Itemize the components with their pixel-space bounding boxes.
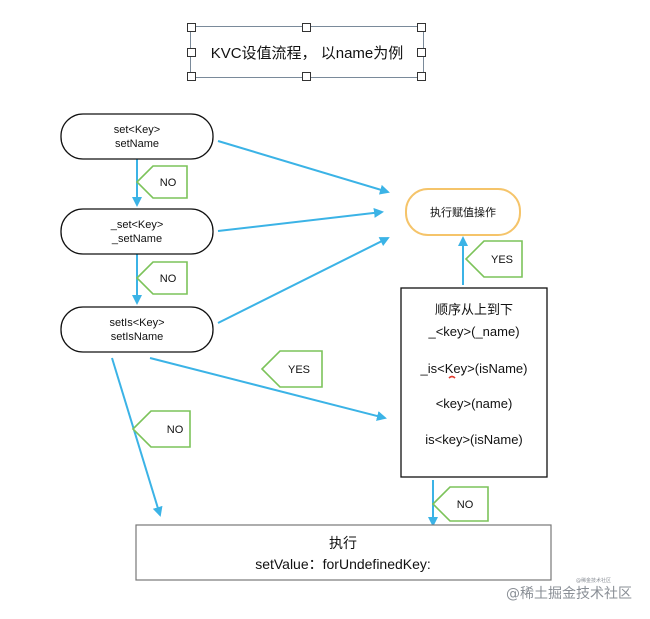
watermark: @稀土掘金技术社区 xyxy=(506,586,632,602)
node-order-line3: _is<Key>(isName) xyxy=(420,361,528,376)
decision-no-left-label: NO xyxy=(167,424,184,436)
decision-no-2-label: NO xyxy=(160,273,177,285)
decision-no-bottom-label: NO xyxy=(457,499,474,511)
node-step1-line2: setName xyxy=(115,138,159,150)
resize-handle-left[interactable] xyxy=(187,48,196,57)
resize-handle-top[interactable] xyxy=(302,23,311,32)
node-fallback[interactable]: 执行 setValue：forUndefinedKey: xyxy=(135,524,552,581)
resize-handle-bottom[interactable] xyxy=(302,72,311,81)
node-order-line4: <key>(name) xyxy=(436,396,513,411)
decision-no-bottom: NO xyxy=(431,486,489,522)
node-step2-line2: _setName xyxy=(111,233,162,245)
node-step3[interactable]: setIs<Key> setIsName xyxy=(60,306,214,353)
cursor-mark xyxy=(448,375,456,379)
arrow-step3-to-fallback xyxy=(111,357,163,517)
resize-handle-top-right[interactable] xyxy=(417,23,426,32)
resize-handle-right[interactable] xyxy=(417,48,426,57)
node-step1[interactable]: set<Key> setName xyxy=(60,113,214,160)
node-order-line1: 顺序从上到下 xyxy=(435,302,513,317)
arrow-step3-to-assign xyxy=(217,237,390,324)
resize-handle-top-left[interactable] xyxy=(187,23,196,32)
watermark-small: @稀金技术社区 xyxy=(576,578,612,584)
node-assign-label: 执行赋值操作 xyxy=(430,205,496,219)
decision-no-1: NO xyxy=(135,165,188,199)
resize-handle-bottom-left[interactable] xyxy=(187,72,196,81)
node-step2[interactable]: _set<Key> _setName xyxy=(60,208,214,255)
node-order[interactable]: 顺序从上到下 _<key>(_name) _is<Key>(isName) <k… xyxy=(400,287,548,478)
node-assign[interactable]: 执行赋值操作 xyxy=(405,188,521,236)
decision-yes-right-label: YES xyxy=(491,254,513,266)
decision-yes-right: YES xyxy=(464,240,523,278)
arrow-step2-to-assign xyxy=(217,207,384,232)
arrow-step3-to-order xyxy=(149,357,387,421)
decision-no-left: NO xyxy=(131,410,191,448)
node-step3-line2: setIsName xyxy=(111,331,164,343)
node-order-line5: is<key>(isName) xyxy=(425,432,523,447)
decision-yes-mid: YES xyxy=(260,350,323,388)
node-fallback-line2: setValue：forUndefinedKey: xyxy=(255,556,431,572)
node-fallback-line1: 执行 xyxy=(329,535,357,551)
decision-yes-mid-label: YES xyxy=(288,364,310,376)
arrow-step1-to-assign xyxy=(217,140,390,195)
decision-no-1-label: NO xyxy=(160,177,177,189)
decision-no-2: NO xyxy=(135,261,188,295)
node-step3-line1: setIs<Key> xyxy=(109,317,164,329)
node-step1-line1: set<Key> xyxy=(114,124,160,136)
resize-handle-bottom-right[interactable] xyxy=(417,72,426,81)
node-order-line2: _<key>(_name) xyxy=(427,324,519,339)
node-step2-line1: _set<Key> xyxy=(110,219,164,231)
diagram-title: KVC设值流程， 以name为例 xyxy=(210,44,404,62)
